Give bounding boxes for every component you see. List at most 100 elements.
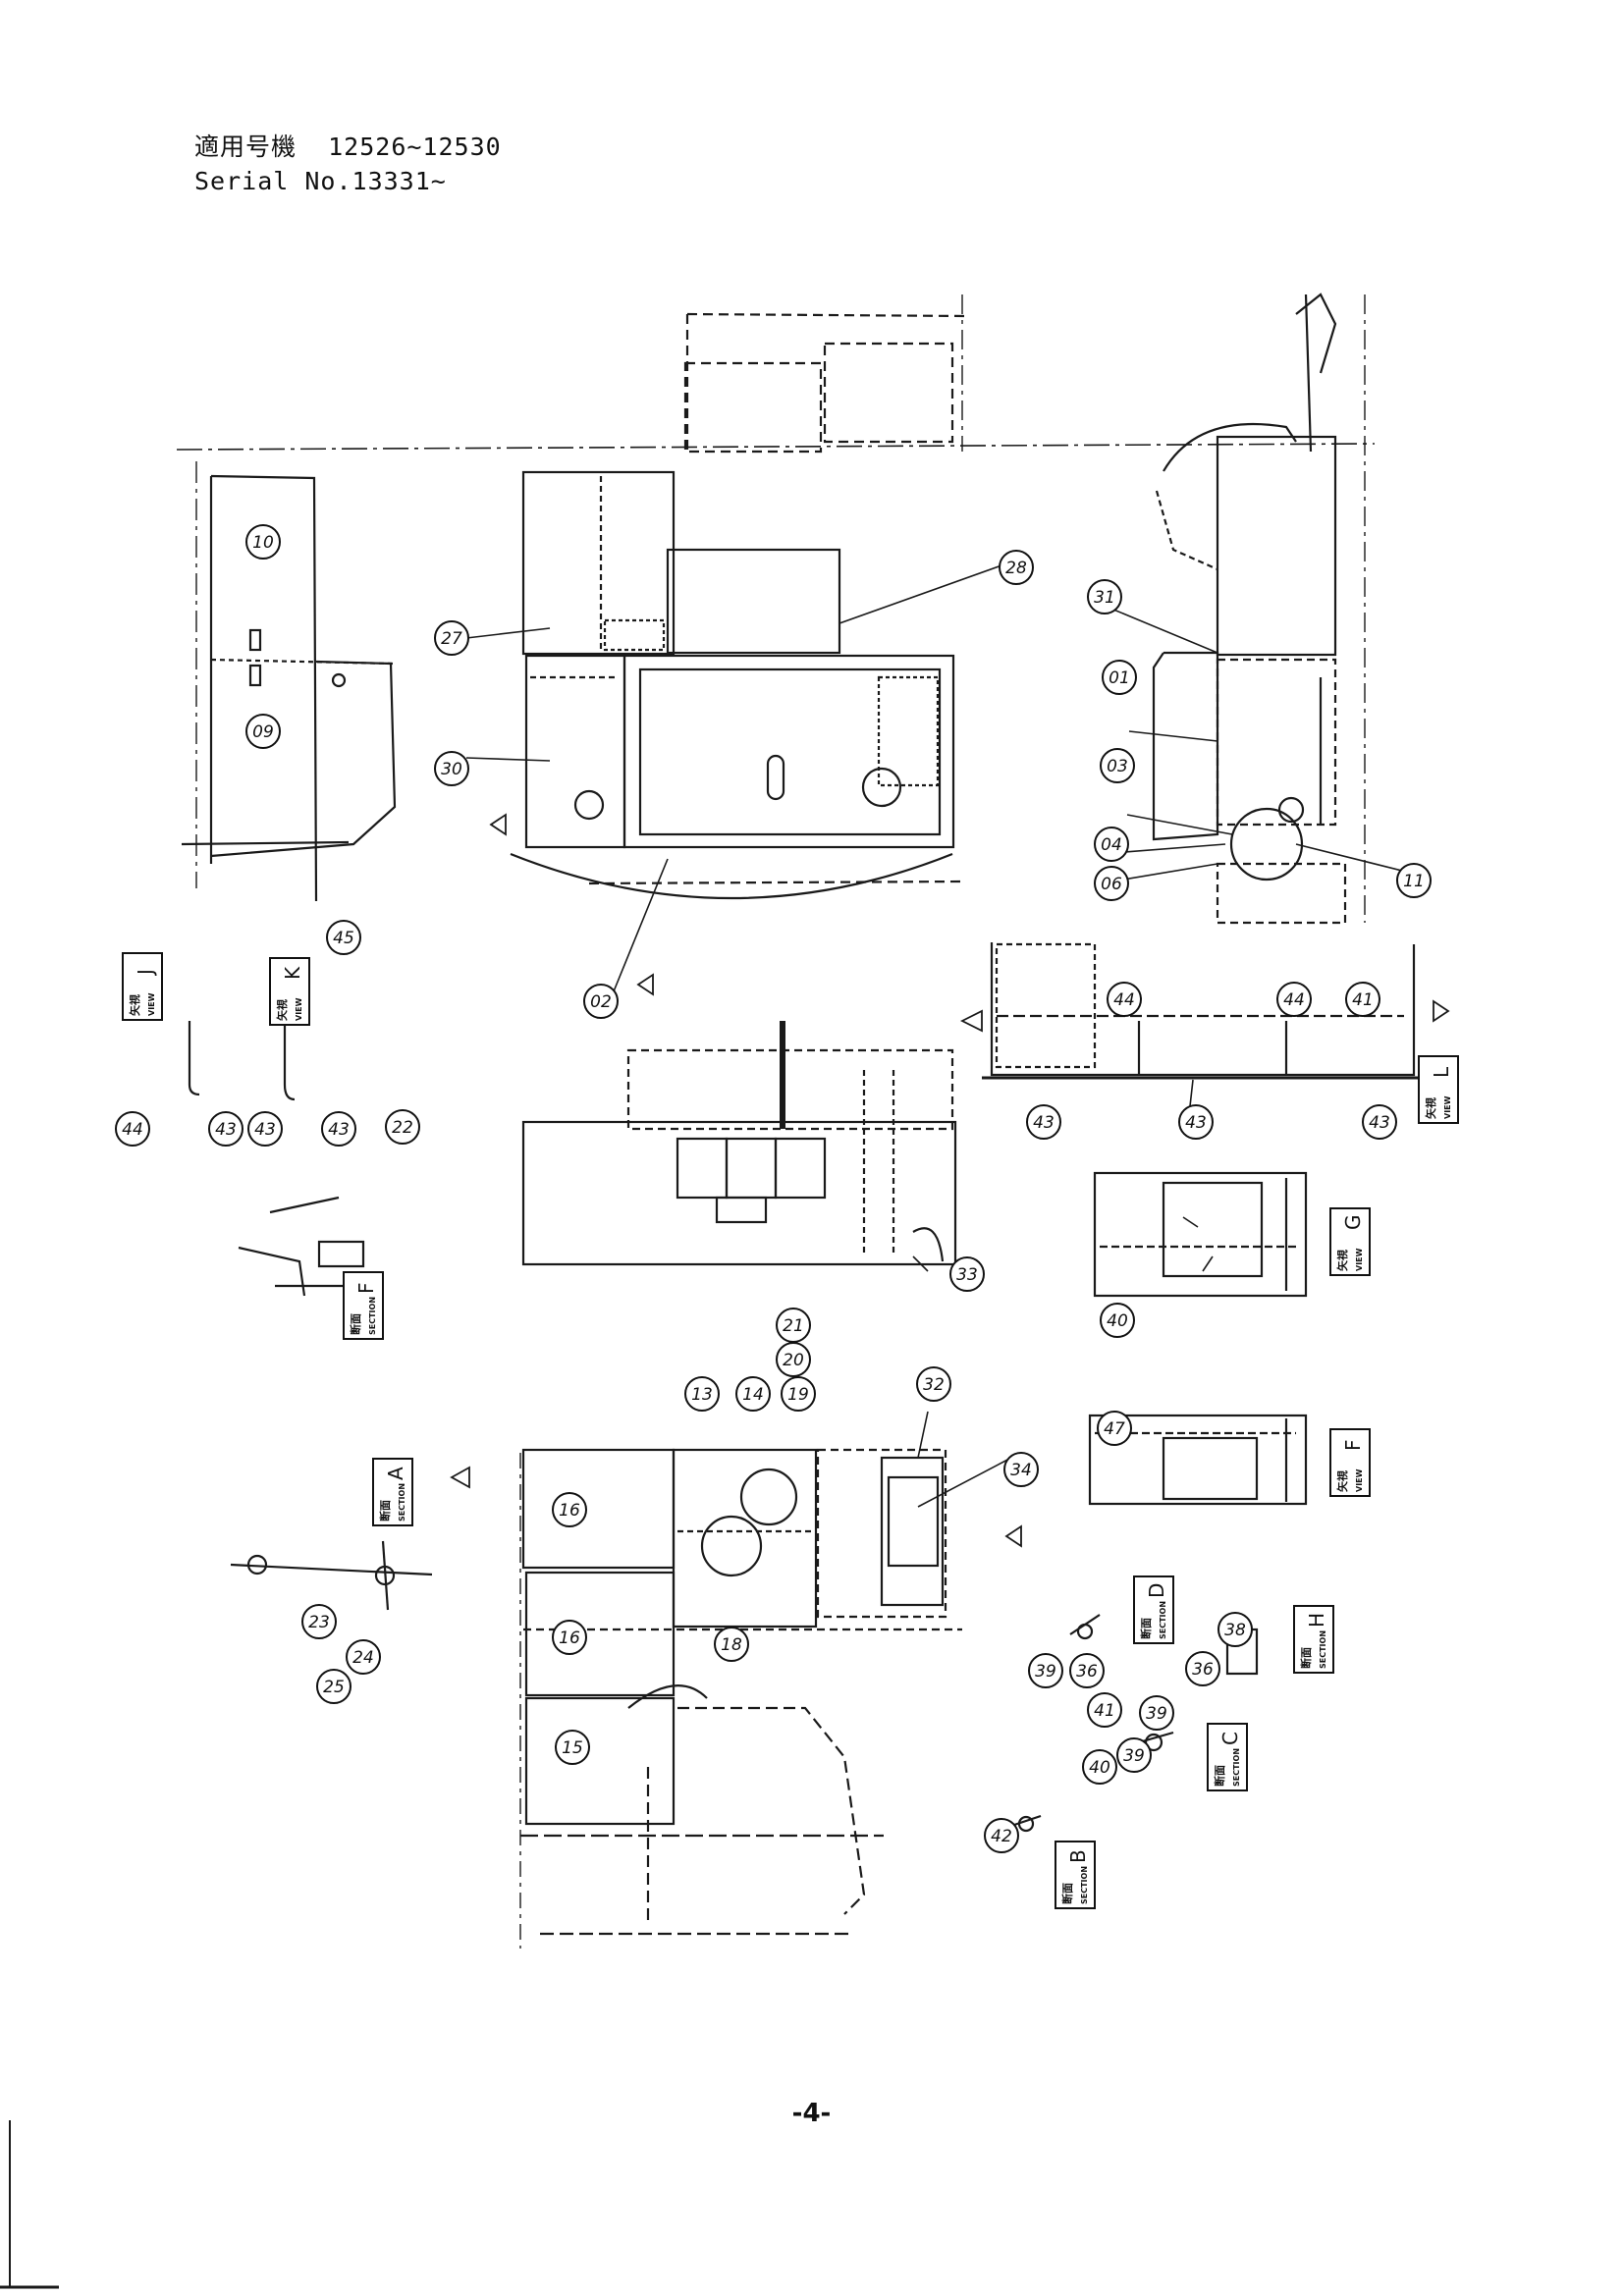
tag-box (269, 957, 310, 1026)
callout-circle (434, 620, 469, 656)
page-number: -4- (791, 2099, 832, 2128)
callout-c30: 30 (434, 751, 469, 786)
applicable-range: 12526~12530 (328, 133, 502, 161)
callout-label: 39 (1035, 1662, 1056, 1682)
front-view-top (510, 294, 968, 900)
callout-c39a: 39 (1028, 1653, 1063, 1688)
tag-letter: K (281, 966, 304, 980)
tag-box (122, 952, 163, 1021)
callout-circle (552, 1492, 587, 1527)
tag-box (343, 1271, 384, 1340)
callout-c32: 32 (916, 1366, 951, 1402)
callout-label: 45 (333, 929, 354, 948)
callout-label: 19 (787, 1385, 809, 1405)
callout-c39c: 39 (1139, 1695, 1174, 1731)
tag-jp: 矢視 (128, 994, 141, 1016)
tag-box (372, 1458, 413, 1526)
callout-circle (321, 1111, 356, 1147)
callout-label: 18 (721, 1635, 742, 1655)
callout-c43c: 43 (321, 1111, 356, 1147)
tag-jp: 断面 (1299, 1647, 1313, 1669)
tag-box (1133, 1575, 1174, 1644)
callout-c31: 31 (1087, 579, 1122, 614)
callout-circle (1107, 982, 1142, 1017)
callout-label: 44 (122, 1120, 143, 1140)
tag-en: SECTION (1080, 1866, 1089, 1904)
callout-c18: 18 (714, 1627, 749, 1662)
callout-c47: 47 (1097, 1411, 1132, 1446)
callout-circle (326, 920, 361, 955)
tag-letter: F (354, 1282, 378, 1294)
callout-circle (714, 1627, 749, 1662)
callout-label: 44 (1113, 990, 1135, 1010)
callout-label: 01 (1109, 668, 1130, 688)
callout-c43d: 43 (1026, 1104, 1061, 1140)
callout-label: 23 (308, 1613, 330, 1632)
front-view-lower (519, 1448, 962, 1949)
channel-view-right (982, 942, 1424, 1080)
callout-label: 28 (1005, 559, 1027, 578)
tag-en: VIEW (1355, 1468, 1364, 1492)
tag-box (1293, 1605, 1334, 1674)
callout-label: 16 (559, 1501, 580, 1521)
callout-c38: 38 (1217, 1612, 1253, 1647)
callout-label: 21 (783, 1316, 804, 1336)
callout-c43b: 43 (247, 1111, 283, 1147)
callout-circle (999, 550, 1034, 585)
tag-en: SECTION (368, 1297, 377, 1335)
callout-c24: 24 (346, 1639, 381, 1675)
callout-c23: 23 (301, 1604, 337, 1639)
callout-label: 39 (1123, 1746, 1145, 1766)
callout-c02: 02 (583, 984, 619, 1019)
tag-box (1418, 1055, 1459, 1124)
callout-c25: 25 (316, 1669, 352, 1704)
tag-jp: 矢視 (1335, 1250, 1349, 1271)
callout-c39b: 39 (1116, 1737, 1152, 1773)
callout-c33: 33 (949, 1256, 985, 1292)
tag-en: SECTION (1232, 1748, 1241, 1787)
callout-label: 47 (1104, 1419, 1125, 1439)
callout-c43a: 43 (208, 1111, 243, 1147)
callout-circle (1087, 579, 1122, 614)
callout-label: 16 (559, 1629, 580, 1648)
tag-jp: 断面 (1060, 1883, 1074, 1904)
callout-c11: 11 (1396, 863, 1432, 898)
callout-label: 43 (215, 1120, 237, 1140)
callout-circle (776, 1308, 811, 1343)
callout-label: 15 (562, 1738, 583, 1758)
callout-c45: 45 (326, 920, 361, 955)
callout-label: 20 (783, 1351, 804, 1370)
callout-circle (684, 1376, 720, 1412)
callout-label: 41 (1352, 990, 1374, 1010)
detail-sketches-left (188, 1019, 433, 1611)
callout-circle (1028, 1653, 1063, 1688)
callout-c40b: 40 (1082, 1749, 1117, 1785)
callout-circle (949, 1256, 985, 1292)
frame-view-middle (521, 1021, 957, 1266)
callout-c27: 27 (434, 620, 469, 656)
callout-circle (1185, 1651, 1220, 1686)
tag-letter: F (1341, 1439, 1365, 1451)
callout-label: 03 (1107, 757, 1128, 776)
tag-letter: D (1145, 1583, 1168, 1598)
callout-c28: 28 (999, 550, 1034, 585)
tag-letter: J (134, 969, 157, 977)
callout-circle (1087, 1692, 1122, 1728)
callout-label: 43 (1369, 1113, 1390, 1133)
callout-circle (735, 1376, 771, 1412)
callout-circle (1100, 748, 1135, 783)
callout-circle (1116, 1737, 1152, 1773)
callout-c42: 42 (984, 1818, 1019, 1853)
tag-box (1329, 1207, 1371, 1276)
callout-c01: 01 (1102, 660, 1137, 695)
callout-c41a: 41 (1345, 982, 1380, 1017)
